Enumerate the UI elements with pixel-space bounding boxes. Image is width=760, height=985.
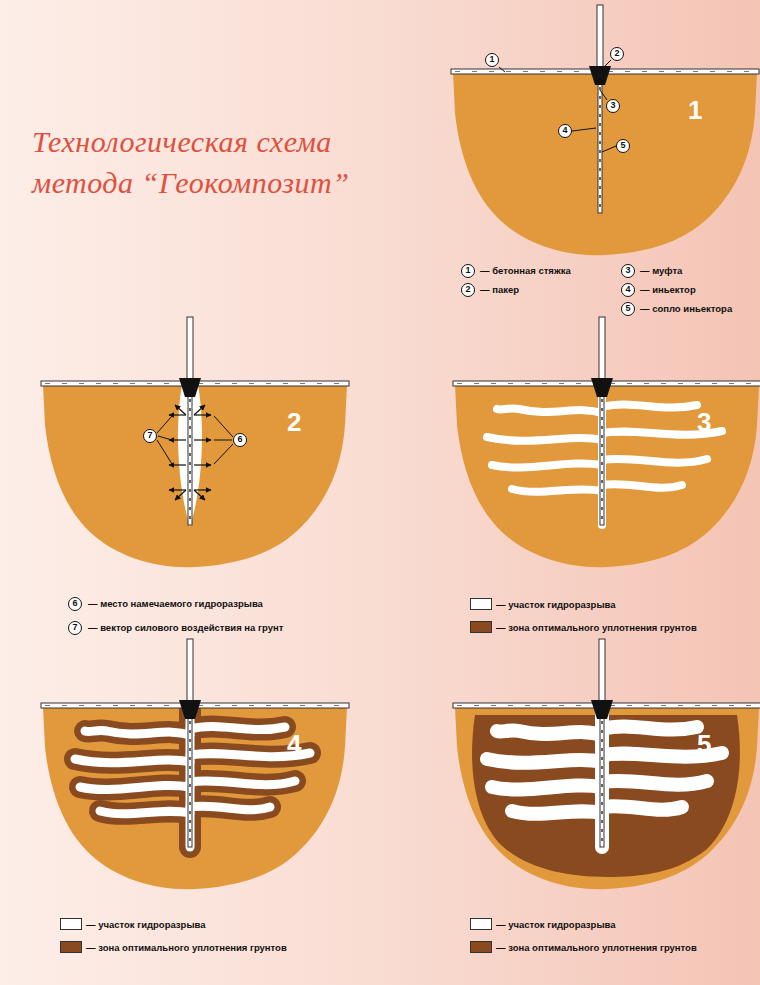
callout-number: 1 [485,53,499,67]
panel-2 [41,317,349,567]
key-text: — пакер [480,284,519,296]
panel-number: 4 [287,729,301,759]
key-text: — сопло иньектора [640,303,732,315]
legend-swatch [470,941,492,953]
legend-text: — участок гидроразрыва [86,919,206,930]
title: Технологическая схема метода “Геокомпози… [32,122,417,203]
legend-text: — зона оптимального уплотнения грунтов [86,942,287,953]
leader-lines [157,416,233,464]
key-text: — место намечаемого гидроразрыва [88,598,263,610]
panel-number: 2 [287,407,301,437]
callout-number: 6 [68,597,82,611]
panel-4 [41,639,349,889]
panel-5 [453,639,760,889]
panel-number: 5 [697,729,711,759]
legend-item: — зона оптимального уплотнения грунтов [60,941,287,953]
callout-number: 4 [558,124,572,138]
panel-number: 1 [688,95,702,125]
legend-text: — зона оптимального уплотнения грунтов [496,622,697,633]
legend-swatch [470,598,492,610]
callout-number: 5 [616,139,630,153]
callout-number: 3 [606,99,620,113]
panel-1 [451,5,759,255]
legend-swatch [470,621,492,633]
panel-number: 3 [697,407,711,437]
key-text: — муфта [640,265,682,277]
legend-swatch [60,918,82,930]
key-text: — иньектор [640,284,696,296]
legend-item: — зона оптимального уплотнения грунтов [470,621,697,633]
callout-number: 7 [143,429,157,443]
callout-number: 2 [461,283,475,297]
legend-text: — участок гидроразрыва [496,599,616,610]
callout-number: 2 [610,47,624,61]
legend-item: — участок гидроразрыва [470,918,616,930]
leader-lines [499,60,616,152]
key-text: — бетонная стяжка [480,265,571,277]
callout-number: 5 [621,302,635,316]
callout-number: 3 [621,264,635,278]
callout-number: 4 [621,283,635,297]
legend-swatch [470,918,492,930]
legend-item: — участок гидроразрыва [60,918,206,930]
legend-swatch [60,941,82,953]
callout-number: 6 [233,433,247,447]
legend-text: — зона оптимального уплотнения грунтов [496,942,697,953]
legend-item: — зона оптимального уплотнения грунтов [470,941,697,953]
key-text: — вектор силового воздействия на грунт [88,622,283,634]
legend-text: — участок гидроразрыва [496,919,616,930]
callout-number: 1 [461,264,475,278]
panel-3 [453,317,760,567]
callout-number: 7 [68,621,82,635]
legend-item: — участок гидроразрыва [470,598,616,610]
